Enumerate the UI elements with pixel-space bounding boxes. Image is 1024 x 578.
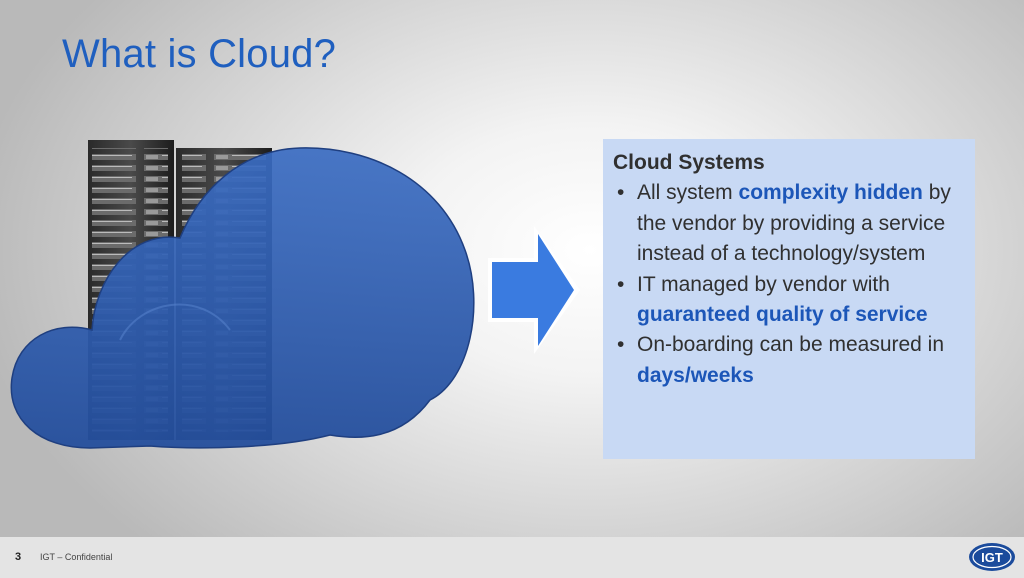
bullet-marker: • [617,333,625,357]
page-number: 3 [15,551,22,563]
bullet-highlight: days/weeks [637,363,754,387]
slide-title: What is Cloud? [62,32,337,76]
bullet-marker: • [617,272,625,296]
cloud-servers-illustration [10,140,475,449]
cloud-icon [10,147,475,449]
logo-text: IGT [981,550,1003,565]
bullet-text: IT managed by vendor with [637,272,890,296]
bullet-text: by the vendor by providing a service ins… [637,181,951,266]
bullet-marker: • [617,181,625,205]
bullet-highlight: complexity hidden [738,181,923,205]
bullet-item: • On-boarding can be measured in days/we… [613,330,965,391]
slide-footer: 3 IGT – Confidential IGT [0,537,1024,578]
right-arrow-icon [488,226,580,354]
bullet-item: • IT managed by vendor with guaranteed q… [613,270,965,331]
igt-logo-icon: IGT [969,543,1015,571]
bullet-text: All system [637,181,739,205]
bullet-list: • All system complexity hidden by the ve… [613,178,965,391]
bullet-highlight: guaranteed quality of service [637,303,928,327]
bullet-text: On-boarding can be measured in [637,333,945,357]
cloud-systems-textbox: Cloud Systems • All system complexity hi… [603,139,975,459]
confidential-label: IGT – Confidential [40,552,113,562]
textbox-heading: Cloud Systems [613,151,765,174]
bullet-item: • All system complexity hidden by the ve… [613,178,965,269]
